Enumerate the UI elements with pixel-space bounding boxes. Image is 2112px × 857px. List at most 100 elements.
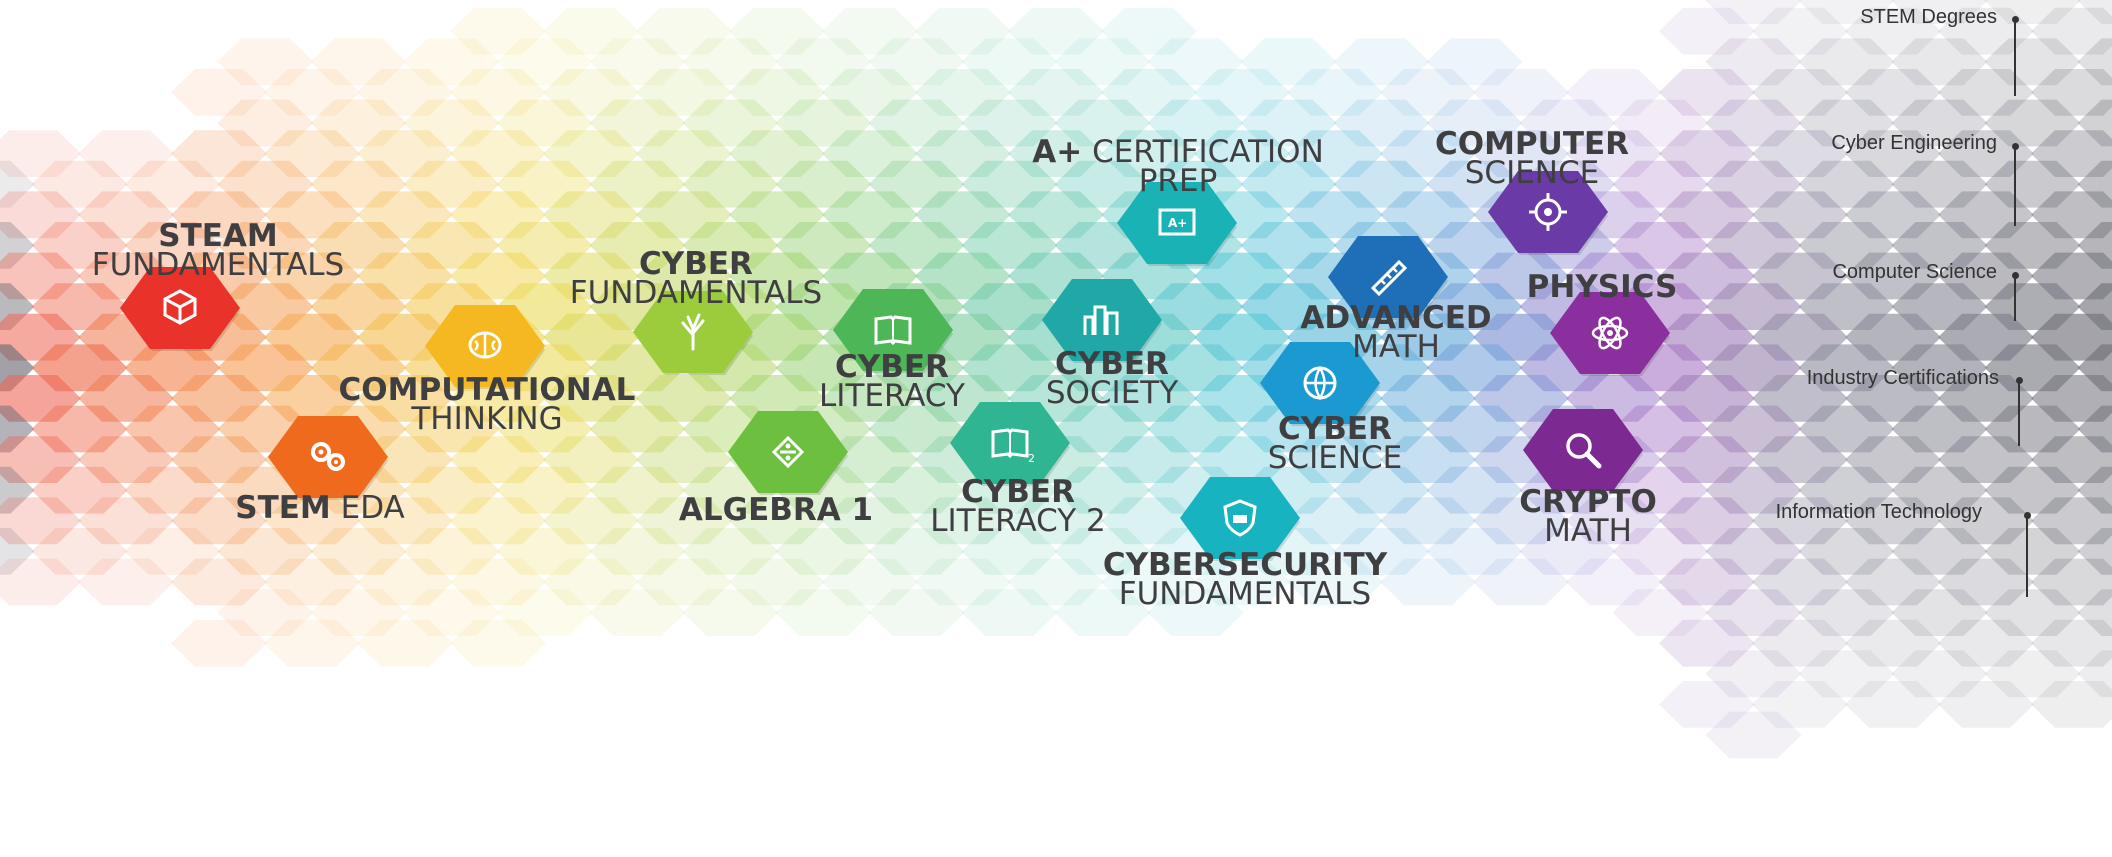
background-hexagon [2031,497,2112,545]
background-hexagon [264,497,360,545]
course-title-bold: CYBERSECURITY [1102,547,1388,583]
background-hexagon [1473,130,1569,177]
legend-item-stem-degrees[interactable]: STEM Degrees [1860,6,1997,28]
background-hexagon [1659,497,1755,545]
cyber-society-tile[interactable] [1042,279,1162,363]
background-hexagon [1845,436,1941,483]
background-hexagon [496,99,593,147]
background-hexagon [450,69,546,116]
legend-item-computer-science[interactable]: Computer Science [1832,261,1997,283]
background-hexagon [636,69,732,116]
crypto-math-tile[interactable] [1523,409,1643,493]
background-hexagon [1891,650,1988,698]
advanced-math-label: ADVANCED MATH [1300,300,1492,365]
course-title-bold: PHYSICS [1526,269,1678,305]
legend-connector [2018,380,2020,446]
background-hexagon [1240,160,1337,208]
stem-eda-tile[interactable] [268,416,388,500]
cybersecurity-fundamentals-tile[interactable] [1180,477,1300,561]
background-hexagon [1008,558,1104,606]
cyber-literacy-2-tile[interactable]: 2 [950,402,1070,486]
background-hexagon [357,619,453,667]
background-hexagon [1194,69,1290,116]
background-hexagon [1240,38,1337,86]
background-hexagon [822,130,918,177]
background-hexagon [868,38,965,86]
background-hexagon [1473,558,1569,606]
background-hexagon [1519,528,1616,575]
background-hexagon [1287,191,1383,239]
background-hexagon [822,69,918,116]
background-hexagon [1147,99,1244,147]
background-hexagon [636,436,732,483]
course-title-bold: CYBER [1278,411,1392,447]
background-hexagon [1752,130,1848,177]
background-hexagon [543,558,639,606]
background-hexagon [1333,405,1430,453]
background-hexagon [1798,0,1895,24]
background-hexagon [1984,405,2081,453]
background-hexagon [1752,497,1848,545]
background-hexagon [1845,130,1941,177]
course-title-light: MATH [1352,328,1440,365]
background-hexagon [0,558,81,606]
background-hexagon [1426,405,1523,453]
course-hexagon [1117,182,1237,266]
background-hexagon [1287,69,1383,116]
steam-fundamentals-tile[interactable] [120,267,240,351]
background-hexagon [1473,375,1569,422]
advanced-math-tile[interactable] [1328,236,1448,320]
course-title-bold: ADVANCED [1300,300,1492,336]
physics-tile[interactable] [1550,292,1670,376]
background-hexagon [1705,650,1802,698]
background-hexagon [403,589,500,636]
background-hexagon [729,69,825,116]
background-hexagon [1938,681,2034,728]
background-hexagon [1008,497,1104,545]
cyber-literacy-tile[interactable] [833,289,953,373]
background-hexagon [1612,466,1709,514]
background-hexagon [1380,558,1476,606]
background-hexagon [1984,528,2081,575]
background-hexagon [264,69,360,116]
cyber-fundamentals-tile[interactable] [633,291,753,375]
background-hexagon [310,160,407,208]
background-hexagon [1333,466,1430,514]
background-hexagon [1054,160,1151,208]
legend-connector [2014,146,2016,226]
background-hexagon [0,130,81,177]
aplus-certification-prep-tile[interactable]: A+ [1117,182,1237,266]
background-hexagon [1380,69,1476,116]
aplus-certification-prep-label: A+ CERTIFICATION PREP [1032,137,1324,196]
background-hexagon [450,130,546,177]
course-title-light: FUNDAMENTALS [569,274,823,311]
course-title-light: FUNDAMENTALS [1118,575,1372,612]
background-hexagon [1705,711,1802,759]
background-hexagon [2077,589,2112,636]
computer-science-tile[interactable] [1488,171,1608,255]
background-hexagon [1566,130,1662,177]
background-hexagon [1380,191,1476,239]
course-title-bold: STEM [235,490,331,526]
background-hexagon [124,160,221,208]
legend-item-cyber-engineering[interactable]: Cyber Engineering [1831,132,1997,154]
background-hexagon [1659,191,1755,239]
course-title-light: CERTIFICATION [1092,134,1324,170]
algebra-1-tile[interactable] [728,411,848,495]
background-hexagon [729,130,825,177]
background-hexagon [1798,466,1895,514]
brain-icon [468,331,502,359]
background-hexagon [1612,99,1709,147]
legend-item-information-technology[interactable]: Information Technology [1775,501,1982,523]
computational-thinking-tile[interactable] [425,305,545,389]
cyber-science-tile[interactable] [1260,342,1380,426]
background-hexagon [868,405,965,453]
circuit-icon [1529,193,1567,231]
background-hexagon [1845,681,1941,728]
cyber-science-label: CYBER SCIENCE [1268,411,1402,473]
tree-icon [681,313,705,351]
background-hexagon [496,160,593,208]
background-hexagon [915,130,1011,177]
legend-item-industry-certifications[interactable]: Industry Certifications [1806,367,1999,389]
